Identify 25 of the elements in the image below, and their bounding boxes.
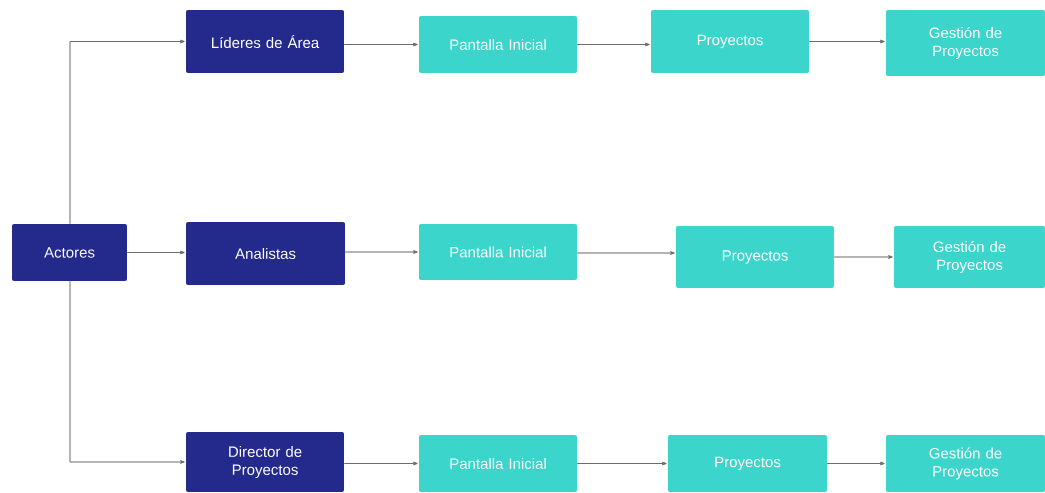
screen-box: Gestión de Proyectos bbox=[894, 226, 1045, 288]
arrow bbox=[344, 250, 418, 254]
actor-box: Director de Proyectos bbox=[186, 432, 344, 492]
arrow bbox=[69, 280, 185, 464]
actor-box: Actores bbox=[12, 224, 127, 281]
screen-box: Pantalla Inicial bbox=[419, 435, 577, 492]
screen-box: Gestión de Proyectos bbox=[886, 435, 1045, 492]
arrow bbox=[576, 461, 667, 466]
actor-box: Líderes de Área bbox=[186, 10, 344, 73]
screen-box: Gestión de Proyectos bbox=[886, 10, 1045, 76]
screen-box: Pantalla Inicial bbox=[419, 16, 577, 73]
arrow bbox=[343, 42, 418, 47]
screen-box: Pantalla Inicial bbox=[419, 224, 577, 280]
arrow bbox=[833, 255, 893, 259]
arrow bbox=[576, 42, 650, 47]
arrow bbox=[576, 251, 675, 255]
arrow bbox=[69, 39, 185, 225]
arrow bbox=[126, 250, 185, 255]
screen-box: Proyectos bbox=[668, 435, 827, 492]
actor-box: Analistas bbox=[186, 222, 345, 285]
screen-box: Proyectos bbox=[676, 226, 834, 288]
arrow bbox=[808, 39, 885, 44]
screen-box: Proyectos bbox=[651, 10, 809, 73]
arrow bbox=[343, 461, 418, 466]
arrow bbox=[826, 461, 885, 466]
